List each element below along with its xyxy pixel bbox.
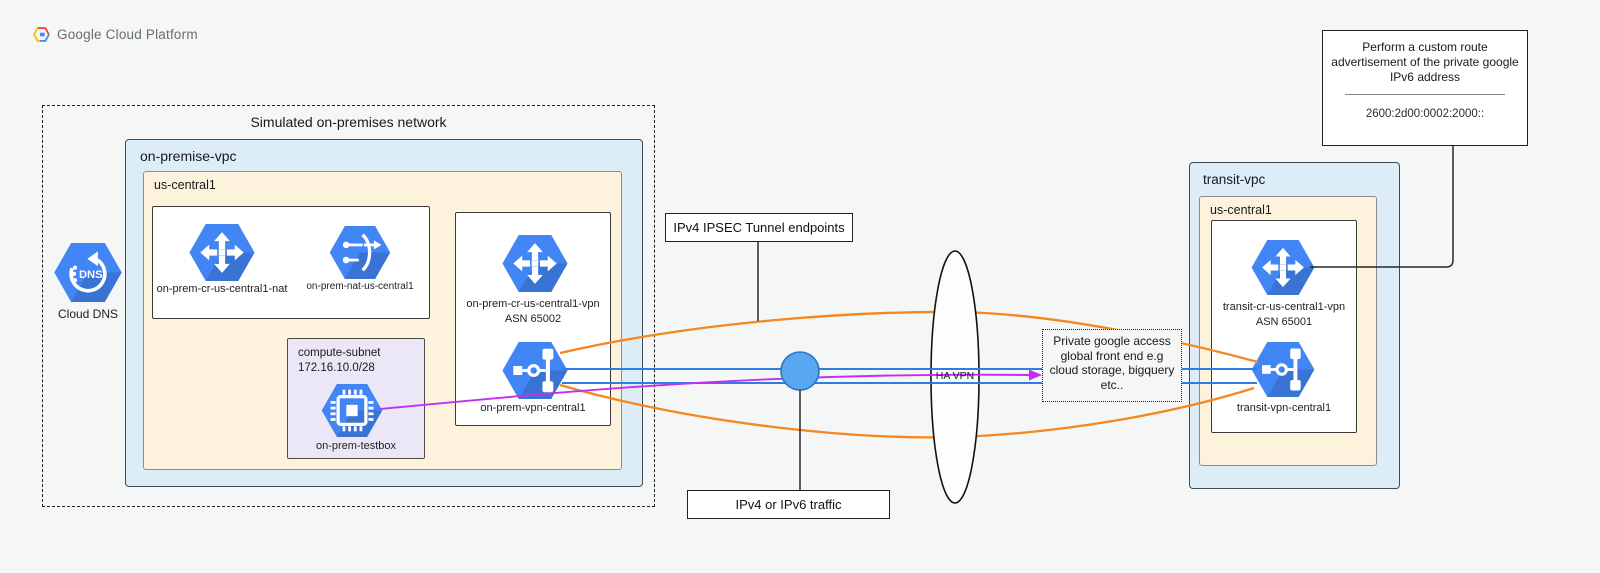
transit-region-label: us-central1 xyxy=(1210,203,1272,217)
transit-vpn-gateway-icon xyxy=(1251,342,1315,397)
compute-subnet-name: compute-subnet xyxy=(298,347,381,359)
private-google-access-box: Private google access global front end e… xyxy=(1042,329,1182,402)
custom-route-callout: Perform a custom route advertisement of … xyxy=(1322,30,1528,146)
onprem-region-label: us-central1 xyxy=(154,178,216,192)
transit-cloud-router-icon xyxy=(1251,240,1315,295)
ipsec-endpoints-labelbox: IPv4 IPSEC Tunnel endpoints xyxy=(665,213,853,242)
cloud-vpn-gateway-icon xyxy=(502,342,568,399)
ha-vpn-label: HA VPN xyxy=(935,370,975,382)
cloud-router-vpn-icon xyxy=(502,235,568,292)
compute-engine-icon xyxy=(321,384,383,437)
callout-line-2: advertisement of the private google xyxy=(1331,54,1519,69)
transit-router-asn: ASN 65001 xyxy=(1255,316,1313,328)
gcp-logo: Google Cloud Platform xyxy=(33,27,198,42)
callout-ipv6-address: 2600:2d00:0002:2000:: xyxy=(1365,107,1485,120)
transit-router-label: transit-cr-us-central1-vpn xyxy=(1222,301,1346,313)
compute-subnet-cidr: 172.16.10.0/28 xyxy=(298,362,375,374)
onprem-vpc-label: on-premise-vpc xyxy=(140,148,237,164)
cloud-dns-icon xyxy=(54,243,122,302)
ipsec-endpoints-label: IPv4 IPSEC Tunnel endpoints xyxy=(673,220,845,235)
onprem-vpn-router-label: on-prem-cr-us-central1-vpn xyxy=(466,298,600,310)
pga-line-3: cloud storage, bigquery xyxy=(1049,363,1175,378)
onprem-vpn-router-asn: ASN 65002 xyxy=(504,313,562,325)
gcp-logo-text: Google Cloud Platform xyxy=(57,27,198,42)
callout-line-1: Perform a custom route xyxy=(1362,40,1488,54)
onprem-network-container: Simulated on-premises network xyxy=(42,105,655,507)
onprem-nat-label: on-prem-nat-us-central1 xyxy=(306,281,414,292)
onprem-network-title: Simulated on-premises network xyxy=(250,114,447,130)
traffic-labelbox: IPv4 or IPv6 traffic xyxy=(687,490,890,519)
cloud-router-nat-icon xyxy=(189,224,255,281)
pga-line-4: etc.. xyxy=(1100,377,1124,392)
traffic-node-circle xyxy=(780,351,820,391)
transit-vpn-gateway-label: transit-vpn-central1 xyxy=(1236,402,1332,414)
onprem-nat-router-label: on-prem-cr-us-central1-nat xyxy=(156,283,288,295)
pga-line-2: global front end e.g xyxy=(1060,348,1164,363)
onprem-vpn-gateway-label: on-prem-vpn-central1 xyxy=(480,402,586,414)
transit-vpc-label: transit-vpc xyxy=(1203,172,1266,187)
traffic-label: IPv4 or IPv6 traffic xyxy=(735,497,842,512)
onprem-testbox-label: on-prem-testbox xyxy=(315,440,397,452)
callout-divider xyxy=(1345,93,1505,95)
gcp-hexagon-logo-icon xyxy=(33,27,50,42)
pga-line-1: Private google access xyxy=(1053,334,1171,348)
cloud-nat-icon xyxy=(329,226,391,279)
ipv6-traffic-arrowhead xyxy=(1029,369,1042,381)
cloud-dns-label: Cloud DNS xyxy=(57,307,119,321)
callout-line-3: IPv6 address xyxy=(1389,69,1461,84)
